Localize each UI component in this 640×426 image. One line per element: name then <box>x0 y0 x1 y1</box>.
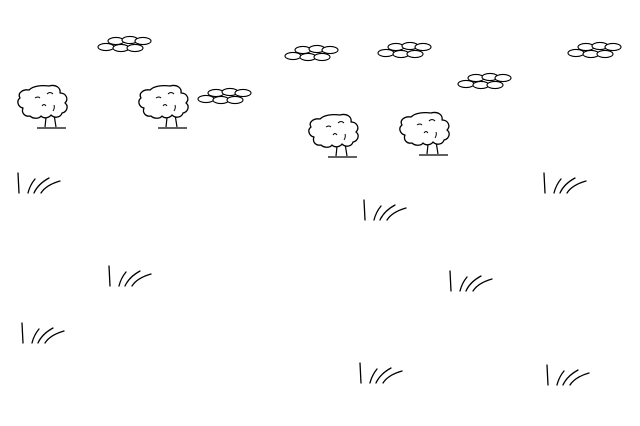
grass-tuft-7 <box>543 172 587 194</box>
grass-tuft-1 <box>17 172 61 194</box>
cloud-1 <box>97 35 152 53</box>
tree-3 <box>308 113 359 158</box>
cloud-6 <box>567 41 622 59</box>
grass-tuft-3 <box>21 322 65 344</box>
grass-tuft-6 <box>359 362 403 384</box>
tree-4 <box>399 111 450 156</box>
tree-2 <box>138 84 189 129</box>
grass-tuft-8 <box>546 364 590 386</box>
cloud-2 <box>284 44 339 62</box>
tree-1 <box>17 84 68 129</box>
grass-tuft-4 <box>363 199 407 221</box>
cloud-3 <box>377 41 432 59</box>
cloud-5 <box>457 72 512 90</box>
cloud-4 <box>197 87 252 105</box>
grass-tuft-2 <box>108 265 152 287</box>
grass-tuft-5 <box>449 270 493 292</box>
